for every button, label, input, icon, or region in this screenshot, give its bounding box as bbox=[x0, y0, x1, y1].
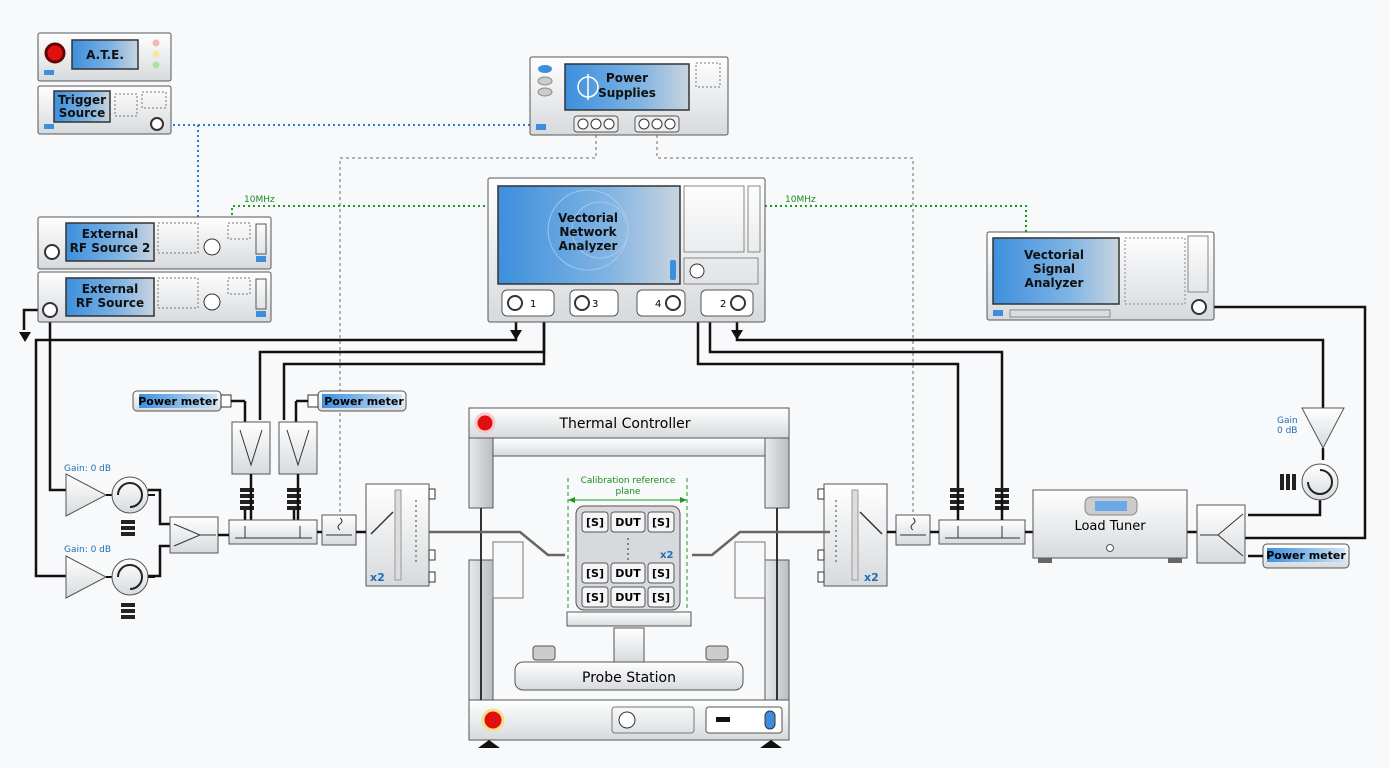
power-meter-right-label: Power meter bbox=[1266, 549, 1346, 562]
amp-left-2-gain-label: Gain: 0 dB bbox=[64, 545, 111, 555]
vna-label-line3: Analyzer bbox=[559, 239, 618, 253]
dut-s-right-label: [S] bbox=[652, 516, 670, 529]
ate-unit: A.T.E. bbox=[37, 32, 172, 82]
dut-block-label: DUT bbox=[615, 516, 641, 529]
dut-block-label: DUT bbox=[615, 567, 641, 580]
dut-s-left-label: [S] bbox=[586, 567, 604, 580]
power-supplies-unit: Power Supplies bbox=[529, 56, 729, 136]
power-supplies-label-line1: Power bbox=[606, 71, 648, 85]
rf-source-label-line2: RF Source bbox=[76, 296, 144, 310]
load-tuner: Load Tuner bbox=[1032, 489, 1188, 563]
power-meter-left-1-label: Power meter bbox=[138, 395, 218, 408]
amplifier-left-2: Gain: 0 dB bbox=[64, 545, 155, 599]
combiner-left bbox=[169, 516, 219, 554]
rf-source-label-line1: External bbox=[82, 282, 138, 296]
ref-clock-lines bbox=[231, 205, 1027, 232]
dut-s-right-box bbox=[647, 511, 675, 533]
dut-rows: [S] DUT [S] [S] DUT [S] [S] DUT [S] bbox=[581, 511, 675, 608]
rf-source-2-output-connector[interactable] bbox=[44, 244, 60, 260]
dut-multiplier: x2 bbox=[660, 550, 673, 561]
trigger-source-unit: Trigger Source bbox=[37, 85, 172, 135]
dut-s-left-box bbox=[581, 586, 609, 608]
dut-s-right-box bbox=[647, 586, 675, 608]
switch-left-multiplier: x2 bbox=[370, 571, 385, 584]
amplifier-left-1: Gain: 0 dB bbox=[64, 464, 155, 517]
ate-label: A.T.E. bbox=[86, 48, 124, 62]
bias-tee-right bbox=[895, 514, 931, 546]
dut-block-box bbox=[610, 586, 646, 608]
cable-arrows bbox=[19, 330, 743, 342]
amplifier-right: Gain 0 dB bbox=[1277, 407, 1345, 501]
vna-port-4-label: 4 bbox=[655, 299, 661, 310]
amp-right-gain-label-line1: Gain bbox=[1277, 416, 1298, 426]
power-meter-right: Power meter bbox=[1262, 543, 1350, 569]
vna-port-3-connector[interactable] bbox=[574, 295, 590, 311]
trigger-label-line1: Trigger bbox=[58, 93, 106, 107]
rf-source-2-label-line2: RF Source 2 bbox=[70, 241, 151, 255]
trigger-output-connector[interactable] bbox=[150, 117, 164, 131]
thermal-controller-label: Thermal Controller bbox=[559, 416, 691, 432]
splitter-left-2 bbox=[278, 421, 318, 475]
vsa-label-line3: Analyzer bbox=[1025, 276, 1084, 290]
probe-station-label: Probe Station bbox=[582, 670, 676, 686]
vna-port-2-connector[interactable] bbox=[730, 295, 746, 311]
power-meter-left-2-label: Power meter bbox=[324, 395, 404, 408]
vna-label-line2: Network bbox=[559, 225, 617, 239]
switch-matrix-left: x2 bbox=[365, 483, 436, 587]
dut-s-left-label: [S] bbox=[586, 591, 604, 604]
ref-clock-left-label: 10MHz bbox=[244, 195, 275, 205]
thermal-controller: Thermal Controller bbox=[468, 407, 790, 509]
amp-left-1-gain-label: Gain: 0 dB bbox=[64, 464, 111, 474]
vna-port-2-label: 2 bbox=[720, 299, 726, 310]
dut-block-label: DUT bbox=[615, 591, 641, 604]
vna-port-1-connector[interactable] bbox=[507, 295, 523, 311]
dut-s-left-box bbox=[581, 511, 609, 533]
vsa-unit: Vectorial Signal Analyzer bbox=[986, 231, 1215, 321]
switch-matrix-right: x2 bbox=[817, 483, 888, 587]
rf-source-2-unit: External RF Source 2 bbox=[37, 216, 272, 270]
vsa-label-line1: Vectorial bbox=[1024, 248, 1084, 262]
power-supplies-label-line2: Supplies bbox=[598, 86, 656, 100]
splitter-left-1 bbox=[231, 421, 271, 475]
vna-port-1-label: 1 bbox=[530, 299, 536, 310]
dut-s-right-box bbox=[647, 562, 675, 584]
rf-source-output-connector[interactable] bbox=[42, 302, 58, 318]
calibration-plane: Calibration reference plane bbox=[567, 476, 688, 610]
rf-source-2-label-line1: External bbox=[82, 227, 138, 241]
amp-right-gain-label-line2: 0 dB bbox=[1277, 426, 1297, 436]
bias-tee-left bbox=[321, 514, 357, 546]
dut-s-left-label: [S] bbox=[586, 516, 604, 529]
vna-unit: Vectorial Network Analyzer 1 3 4 2 bbox=[487, 177, 766, 323]
switch-right-multiplier: x2 bbox=[864, 571, 879, 584]
vna-label-line1: Vectorial bbox=[558, 211, 618, 225]
load-tuner-label: Load Tuner bbox=[1074, 519, 1146, 534]
coupler-right bbox=[938, 519, 1026, 545]
dut-s-left-box bbox=[581, 562, 609, 584]
rf-cables bbox=[22, 305, 1367, 578]
splitter-right bbox=[1196, 504, 1246, 564]
dut-s-right-label: [S] bbox=[652, 591, 670, 604]
coupler-left bbox=[228, 519, 318, 545]
trigger-label-line2: Source bbox=[59, 106, 106, 120]
vna-port-4-connector[interactable] bbox=[665, 295, 681, 311]
rf-source-unit: External RF Source bbox=[37, 271, 272, 323]
vna-port-3-label: 3 bbox=[592, 299, 598, 310]
vsa-input-connector[interactable] bbox=[1191, 299, 1207, 315]
calibration-plane-label-line2: plane bbox=[616, 487, 641, 497]
calibration-plane-label-line1: Calibration reference bbox=[581, 476, 676, 486]
dc-supply-lines bbox=[339, 135, 914, 520]
ate-power-button[interactable] bbox=[44, 42, 66, 64]
dut-block-box bbox=[610, 511, 646, 533]
vsa-label-line2: Signal bbox=[1033, 262, 1075, 276]
dut-s-right-label: [S] bbox=[652, 567, 670, 580]
power-meter-left-2: Power meter bbox=[307, 390, 407, 412]
power-meter-left-1: Power meter bbox=[132, 390, 232, 412]
dut-block-box bbox=[610, 562, 646, 584]
ref-clock-right-label: 10MHz bbox=[785, 195, 816, 205]
probe-station: Probe Station bbox=[429, 508, 830, 748]
